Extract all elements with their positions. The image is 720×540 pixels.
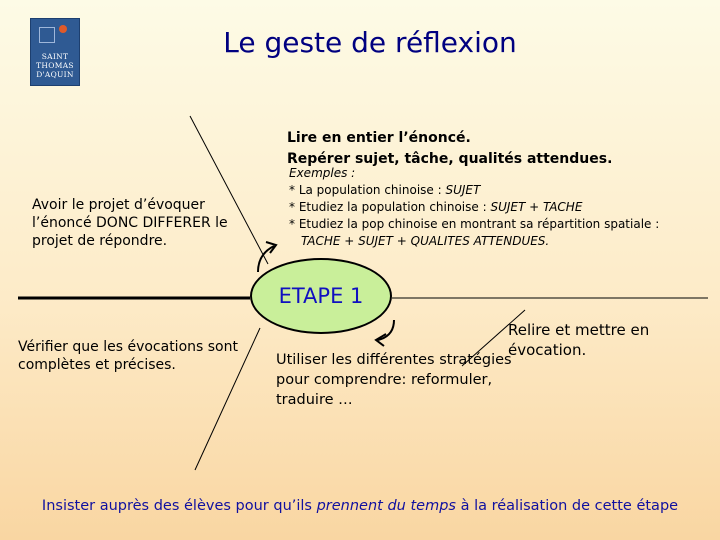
footer-part-2: prennent du temps [316, 498, 456, 514]
relire-text: Relire et mettre en évocation. [508, 321, 650, 359]
logo-line-2: THOMAS [36, 61, 74, 70]
left-top-text: Avoir le projet d’évoquer l’énoncé DONC … [32, 197, 228, 249]
instruction-line-2: Repérer sujet, tâche, qualités attendues… [287, 151, 613, 167]
example-2-tag: SUJET + TACHE [490, 200, 583, 214]
examples-block: Exemples : * La population chinoise : SU… [289, 165, 709, 250]
upper-diagonal-line [189, 115, 269, 265]
right-diagonal-line [461, 309, 526, 367]
instructions: Lire en entier l’énoncé. Repérer sujet, … [287, 128, 687, 170]
footer-part-3: à la réalisation de cette étape [455, 498, 679, 514]
example-2-text: * Etudiez la population chinoise : [289, 200, 491, 214]
etape-ellipse: ETAPE 1 [250, 258, 392, 334]
logo-line-1: SAINT [41, 52, 69, 61]
footer-note: Insister auprès des élèves pour qu’ils p… [0, 498, 720, 514]
lower-diagonal-line [194, 327, 261, 471]
example-3-tag: TACHE + SUJET + QUALITES ATTENDUES. [301, 234, 550, 248]
arrow-up-icon [257, 241, 278, 273]
example-1-text: * La population chinoise : [289, 183, 446, 197]
footer-part-1: Insister auprès des élèves pour qu’ils [41, 498, 317, 514]
etape-label: ETAPE 1 [278, 284, 364, 308]
example-2: * Etudiez la population chinoise : SUJET… [289, 199, 709, 216]
arrow-down-icon [374, 319, 395, 347]
cross-icon [39, 27, 55, 43]
instruction-line-1: Lire en entier l’énoncé. [287, 130, 471, 146]
examples-heading: Exemples : [289, 166, 356, 180]
page-title: Le geste de réflexion [223, 26, 517, 59]
school-logo: SAINT THOMAS D'AQUIN [30, 18, 80, 86]
dot-icon [59, 25, 67, 33]
utiliser-text: Utiliser les différentes stratégies pour… [276, 352, 512, 408]
left-bottom-text: Vérifier que les évocations sont complèt… [18, 339, 238, 373]
example-1-tag: SUJET [445, 183, 481, 197]
logo-line-3: D'AQUIN [36, 70, 74, 79]
example-3-text: * Etudiez la pop chinoise en montrant sa… [289, 217, 660, 231]
example-1: * La population chinoise : SUJET [289, 182, 709, 199]
